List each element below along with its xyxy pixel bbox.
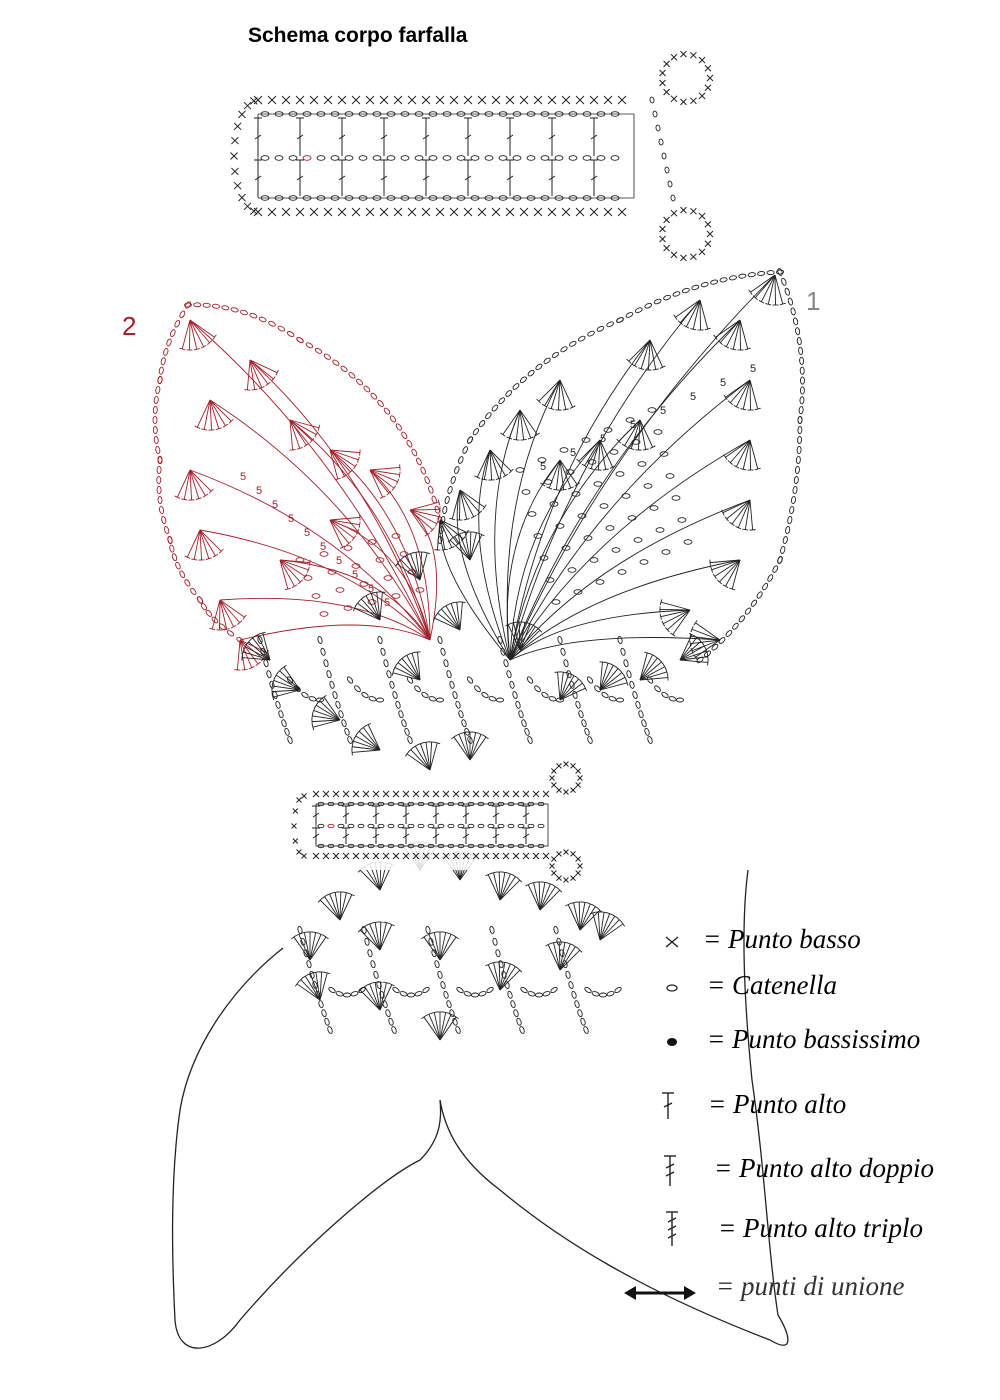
svg-text:5: 5 [600, 433, 606, 445]
svg-text:5: 5 [336, 555, 342, 567]
diagram-title: Schema corpo farfalla [248, 24, 468, 47]
tail-outline [171, 869, 789, 1349]
wing-number-1: 1 [806, 286, 820, 316]
double-arrow-icon [624, 1286, 696, 1300]
svg-text:5: 5 [540, 461, 546, 473]
svg-text:5: 5 [660, 405, 666, 417]
x-stitch-icon [665, 936, 679, 948]
oval-chain-icon [666, 984, 678, 992]
svg-text:5: 5 [368, 583, 374, 595]
legend-punto-alto: = Punto alto [708, 1089, 847, 1119]
body-chart-background [200, 40, 720, 270]
lower-wing-fans [241, 531, 709, 1041]
wing-number-2: 2 [122, 311, 136, 341]
svg-text:5: 5 [320, 541, 326, 553]
legend-punto-alto-doppio: = Punto alto doppio [714, 1153, 934, 1183]
legend-punto-basso: = Punto basso [703, 924, 861, 954]
svg-text:5: 5 [384, 597, 390, 609]
body-chart-assembled [288, 761, 588, 883]
double-t-icon [664, 1155, 676, 1186]
svg-text:5: 5 [720, 377, 726, 389]
dot-slip-icon [667, 1038, 677, 1046]
svg-text:5: 5 [304, 527, 310, 539]
svg-text:5: 5 [288, 513, 294, 525]
legend-punti-di-unione: = punti di unione [716, 1271, 905, 1301]
wing-right-black: 5 5 5 5 5 5 5 5 [434, 268, 805, 664]
svg-text:5: 5 [630, 419, 636, 431]
body-chart-top [230, 50, 714, 262]
legend-catenella: = Catenella [707, 970, 837, 1000]
svg-text:5: 5 [272, 499, 278, 511]
svg-text:5: 5 [240, 471, 246, 483]
legend-punto-alto-triplo: = Punto alto triplo [718, 1213, 923, 1243]
svg-text:5: 5 [750, 363, 756, 375]
svg-text:5: 5 [570, 447, 576, 459]
svg-text:5: 5 [352, 569, 358, 581]
tall-t-icon [662, 1092, 674, 1119]
legend-punto-bassissimo: = Punto bassissimo [707, 1024, 921, 1054]
svg-text:5: 5 [690, 391, 696, 403]
triple-t-icon [666, 1211, 678, 1246]
svg-text:5: 5 [256, 485, 262, 497]
